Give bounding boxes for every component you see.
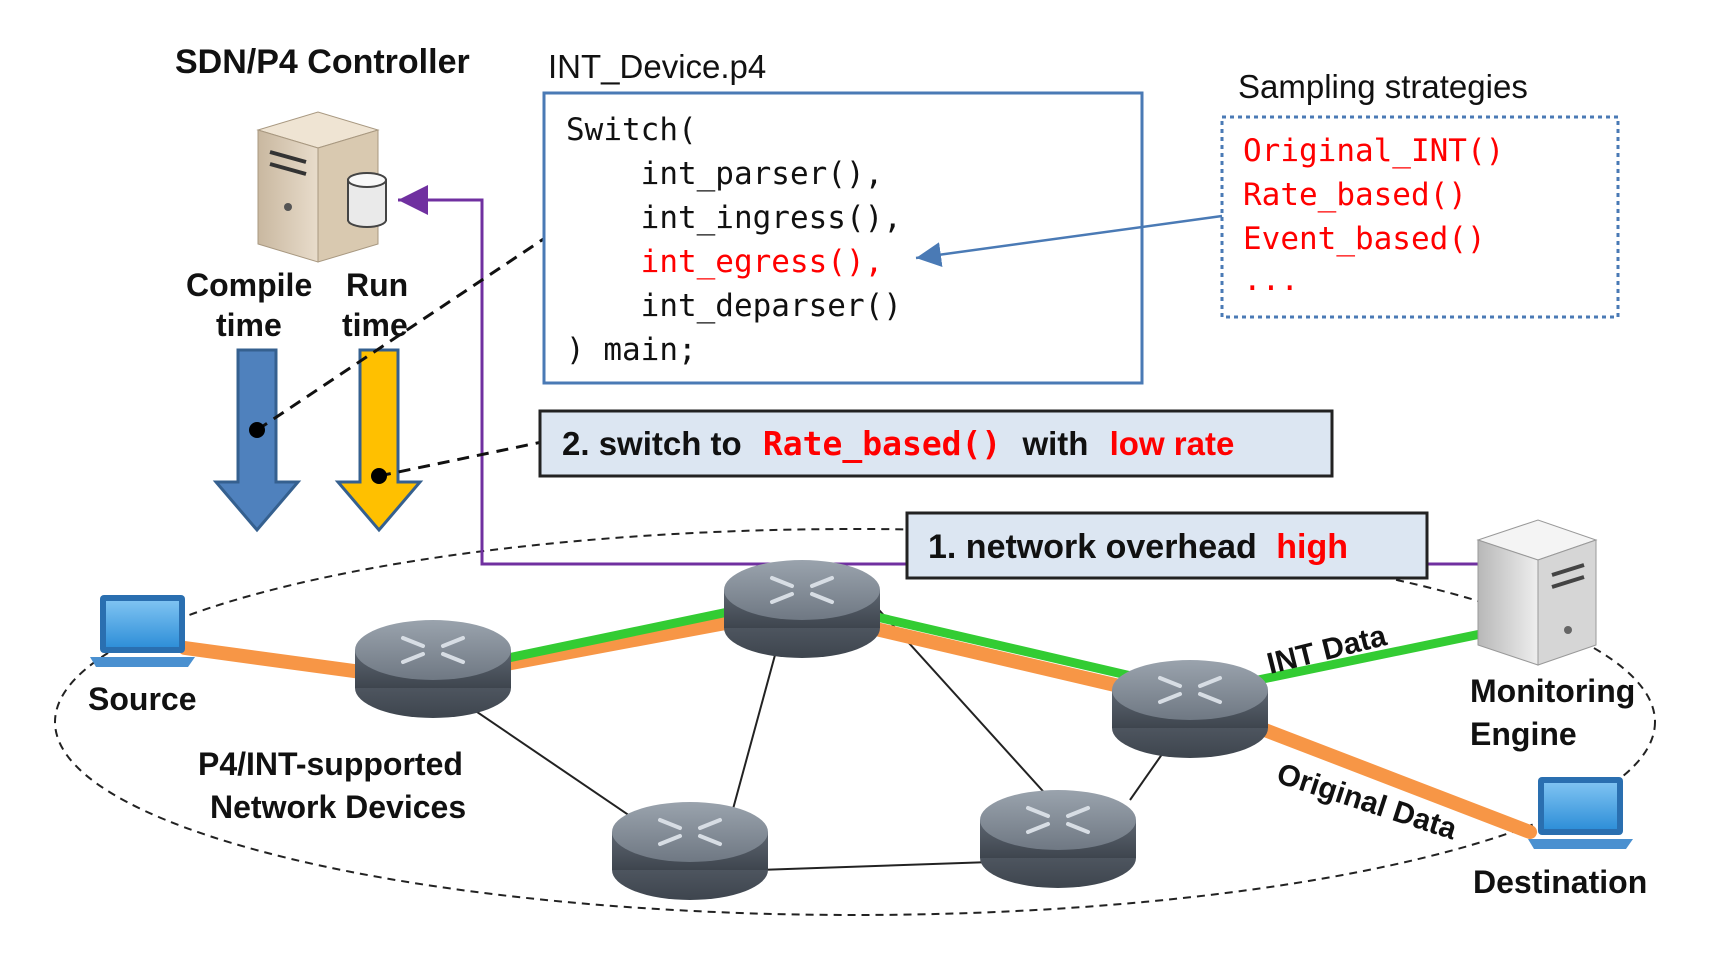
sampling-item: Original_INT() — [1243, 133, 1504, 169]
router-icon — [612, 802, 768, 900]
compile-connector — [256, 234, 549, 432]
devices-label: Network Devices — [210, 789, 466, 825]
monitoring-server-icon — [1476, 519, 1598, 666]
code-line: int_ingress(), — [566, 200, 902, 236]
code-line: int_parser(), — [566, 156, 883, 192]
router-icon — [724, 560, 880, 658]
source-laptop-icon — [90, 595, 195, 667]
code-line-highlight: int_egress(), — [566, 244, 883, 280]
code-filename: INT_Device.p4 — [548, 48, 766, 85]
code-box — [542, 91, 1144, 385]
sampling-item: Rate_based() — [1243, 177, 1467, 213]
run-label: time — [342, 307, 408, 343]
router-icon — [355, 620, 511, 718]
monitor-label: Engine — [1470, 716, 1577, 752]
code-line: Switch( — [566, 112, 697, 148]
step2-mid: with — [1021, 425, 1088, 462]
run-time-arrow — [334, 348, 424, 533]
run-dot — [371, 468, 387, 484]
step2-emph: low rate — [1110, 425, 1235, 462]
strategy-selection-arrow — [915, 214, 1223, 267]
step2-box — [538, 409, 1334, 478]
sampling-item: ... — [1243, 262, 1299, 298]
step1-emph: high — [1276, 528, 1348, 566]
sampling-title: Sampling strategies — [1238, 68, 1528, 105]
step2-text: 2. switch to Rate_based() with low rate — [562, 424, 1234, 463]
code-line: ) main; — [566, 332, 697, 368]
step1-text: 1. network overhead high — [928, 528, 1348, 566]
int-data-path — [455, 593, 1505, 697]
step2-func: Rate_based() — [763, 424, 1001, 463]
run-label: Run — [346, 267, 408, 303]
int-data-label: INT Data — [1264, 619, 1390, 681]
router-icon — [1112, 660, 1268, 758]
step2-prefix: 2. switch to — [562, 425, 742, 462]
run-connector — [378, 440, 543, 478]
code-line: int_deparser() — [566, 288, 902, 324]
monitor-label: Monitoring — [1470, 673, 1635, 709]
compile-label: Compile — [186, 267, 312, 303]
step1-prefix: 1. network overhead — [928, 528, 1257, 566]
compile-time-arrow — [212, 348, 302, 533]
sampling-item: Event_based() — [1243, 221, 1486, 257]
controller-title: SDN/P4 Controller — [175, 43, 470, 81]
database-icon — [347, 172, 387, 228]
step1-box — [905, 511, 1429, 580]
network-boundary — [54, 528, 1656, 916]
compile-dot — [249, 422, 265, 438]
devices-label: P4/INT-supported — [198, 746, 463, 782]
compile-label: time — [216, 307, 282, 343]
destination-label: Destination — [1473, 864, 1647, 900]
source-label: Source — [88, 681, 196, 717]
router-icon — [980, 790, 1136, 888]
sampling-box — [1220, 115, 1620, 319]
destination-laptop-icon — [1528, 777, 1633, 849]
